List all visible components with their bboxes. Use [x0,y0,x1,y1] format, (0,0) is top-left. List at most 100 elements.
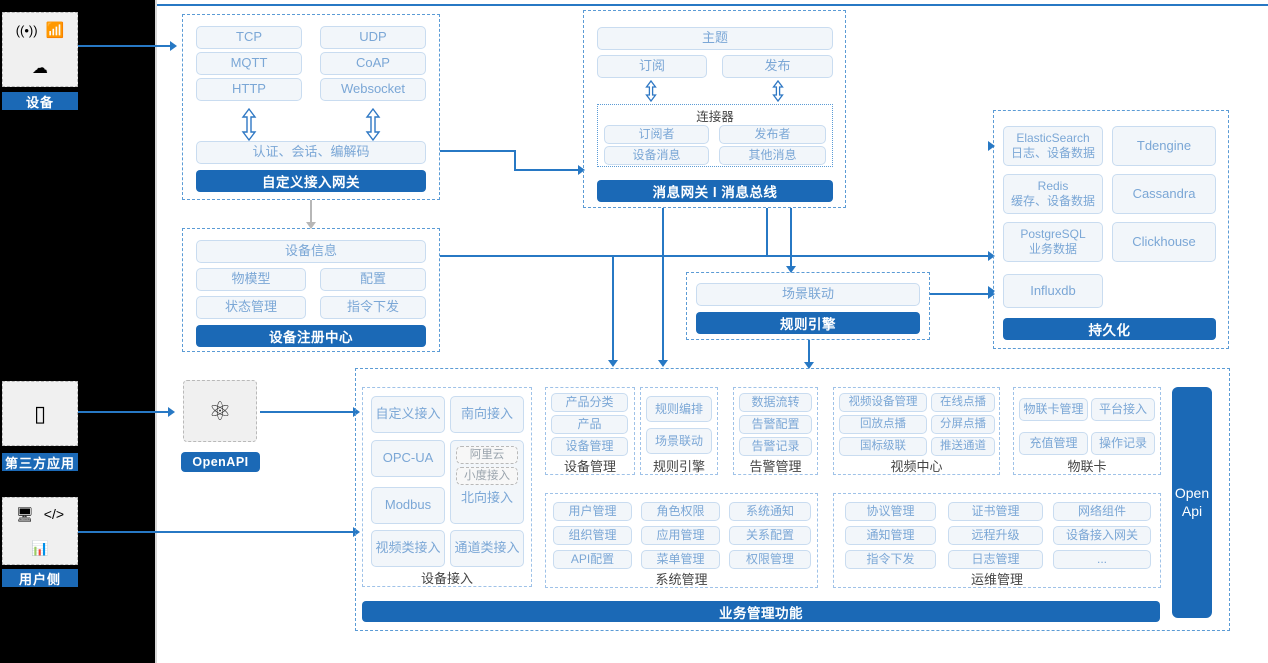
item-certificate-management[interactable]: 证书管理 [948,502,1043,521]
access-southbound[interactable]: 南向接入 [450,396,524,433]
arrowhead-bus-to-rules [786,266,796,273]
registry-device-info[interactable]: 设备信息 [196,240,426,263]
item-alarm-record[interactable]: 告警记录 [739,437,812,456]
item-iot-card-management[interactable]: 物联卡管理 [1019,398,1088,421]
access-modbus[interactable]: Modbus [371,487,445,524]
wifi-signal-icon: ((•)) [15,22,38,38]
item-command-dispatch[interactable]: 指令下发 [845,550,936,569]
connector-other-message[interactable]: 其他消息 [719,146,826,165]
registry-config[interactable]: 配置 [320,268,426,291]
item-product[interactable]: 产品 [551,415,628,434]
arrowhead-persistence-in-top [988,141,995,151]
gateway-middle-layer[interactable]: 认证、会话、编解码 [196,141,426,164]
access-custom[interactable]: 自定义接入 [371,396,445,433]
registry-command-dispatch[interactable]: 指令下发 [320,296,426,319]
mobile-phone-icon: ▯ [33,400,47,426]
access-northbound-label: 北向接入 [460,490,513,505]
registry-thing-model[interactable]: 物模型 [196,268,306,291]
access-northbound-wrapper[interactable]: 阿里云 小度接入 北向接入 [450,440,524,524]
business-management-bar[interactable]: 业务管理功能 [362,601,1160,622]
item-push-channel[interactable]: 推送通道 [931,437,995,456]
registry-state-management[interactable]: 状态管理 [196,296,306,319]
protocol-mqtt[interactable]: MQTT [196,52,302,75]
item-recharge-management[interactable]: 充值管理 [1019,432,1088,455]
item-remote-upgrade[interactable]: 远程升级 [948,526,1043,545]
rail-label-device: 设备 [2,92,78,110]
connector-publisher[interactable]: 发布者 [719,125,826,144]
item-user-management[interactable]: 用户管理 [553,502,632,521]
item-role-permission[interactable]: 角色权限 [641,502,720,521]
caption-video-center: 视频中心 [890,459,943,474]
item-permission-management[interactable]: 权限管理 [729,550,811,569]
openapi-icon-box: ⚛ [183,380,257,442]
store-tdengine[interactable]: Tdengine [1112,126,1216,166]
api-atom-icon: ⚛ [208,395,232,426]
item-gb-cascade[interactable]: 国标级联 [839,437,927,456]
arrowhead-device-to-gateway [170,41,177,51]
item-playback-vod[interactable]: 回放点播 [839,415,927,434]
protocol-coap[interactable]: CoAP [320,52,426,75]
chart-window-icon: 📊 [31,539,49,556]
message-publish[interactable]: 发布 [722,55,833,78]
open-api-side-bar[interactable]: Open Api [1172,387,1212,618]
arrowhead-registry-to-business [608,360,618,367]
rules-engine-bar[interactable]: 规则引擎 [696,312,920,334]
item-platform-access[interactable]: 平台接入 [1091,398,1155,421]
connector-gateway-to-bus-h1 [440,150,516,152]
store-influxdb[interactable]: Influxdb [1003,274,1103,308]
arrowhead-thirdparty-to-openapi [168,407,175,417]
item-product-category[interactable]: 产品分类 [551,393,628,412]
item-log-management[interactable]: 日志管理 [948,550,1043,569]
item-more[interactable]: ... [1053,550,1151,569]
connector-gateway-to-bus-v [514,150,516,170]
message-topic[interactable]: 主题 [597,27,833,50]
item-video-device-management[interactable]: 视频设备管理 [839,393,927,412]
item-data-flow[interactable]: 数据流转 [739,393,812,412]
item-rule-orchestration[interactable]: 规则编排 [646,396,712,422]
item-scene-linkage[interactable]: 场景联动 [646,428,712,454]
persistence-bar[interactable]: 持久化 [1003,318,1216,340]
item-alarm-config[interactable]: 告警配置 [739,415,812,434]
message-subscribe[interactable]: 订阅 [597,55,707,78]
store-redis[interactable]: Redis 缓存、设备数据 [1003,174,1103,214]
connector-device-message[interactable]: 设备消息 [604,146,709,165]
access-aliyun[interactable]: 阿里云 [456,446,518,464]
item-menu-management[interactable]: 菜单管理 [641,550,720,569]
item-org-management[interactable]: 组织管理 [553,526,632,545]
item-app-management[interactable]: 应用管理 [641,526,720,545]
item-relation-config[interactable]: 关系配置 [729,526,811,545]
store-postgresql[interactable]: PostgreSQL 业务数据 [1003,222,1103,262]
rules-scene-linkage[interactable]: 场景联动 [696,283,920,306]
caption-rule-engine: 规则引擎 [652,459,705,474]
protocol-websocket[interactable]: Websocket [320,78,426,101]
store-clickhouse[interactable]: Clickhouse [1112,222,1216,262]
item-device-management[interactable]: 设备管理 [551,437,628,456]
store-elasticsearch[interactable]: ElasticSearch 日志、设备数据 [1003,126,1103,166]
message-bus-bar[interactable]: 消息网关 l 消息总线 [597,180,833,202]
item-device-access-gateway[interactable]: 设备接入网关 [1053,526,1151,545]
protocol-http[interactable]: HTTP [196,78,302,101]
item-api-config[interactable]: API配置 [553,550,632,569]
store-name: ElasticSearch [1016,131,1090,145]
connector-subscriber[interactable]: 订阅者 [604,125,709,144]
protocol-udp[interactable]: UDP [320,26,426,49]
item-split-screen-vod[interactable]: 分屏点播 [931,415,995,434]
gateway-bar[interactable]: 自定义接入网关 [196,170,426,192]
item-system-notice[interactable]: 系统通知 [729,502,811,521]
access-video[interactable]: 视频类接入 [371,530,445,567]
item-notice-management[interactable]: 通知管理 [845,526,936,545]
item-online-vod[interactable]: 在线点播 [931,393,995,412]
registry-bar[interactable]: 设备注册中心 [196,325,426,347]
access-opc-ua[interactable]: OPC-UA [371,440,445,477]
connector-userside-to-business [78,531,353,533]
protocol-tcp[interactable]: TCP [196,26,302,49]
access-xiaodu[interactable]: 小度接入 [456,467,518,485]
access-channel[interactable]: 通道类接入 [450,530,524,567]
item-operation-record[interactable]: 操作记录 [1091,432,1155,455]
caption-ops-management: 运维管理 [970,572,1023,587]
item-network-component[interactable]: 网络组件 [1053,502,1151,521]
store-cassandra[interactable]: Cassandra [1112,174,1216,214]
registry-group [182,228,440,352]
item-protocol-management[interactable]: 协议管理 [845,502,936,521]
openapi-label[interactable]: OpenAPI [181,452,260,472]
